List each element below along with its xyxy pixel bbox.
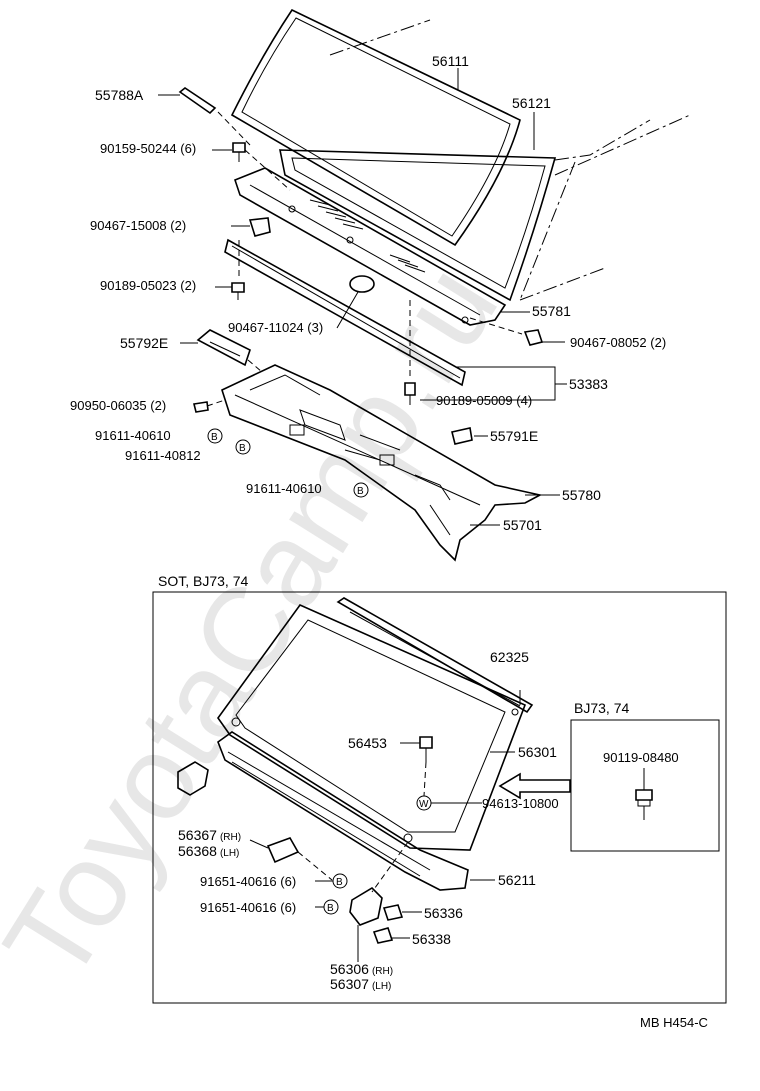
- diagram-code: MB H454-C: [640, 1015, 708, 1030]
- bolt-icon: [231, 282, 245, 300]
- part-90119-08480: 90119-08480: [603, 750, 679, 765]
- part-90159-50244: 90159-50244 (6): [100, 141, 196, 156]
- part-56368: 56368(LH): [178, 843, 239, 859]
- leader: [423, 761, 427, 797]
- leader: [336, 291, 359, 329]
- weatherstrip: [279, 149, 557, 302]
- part-56121: 56121: [512, 95, 551, 111]
- part-55780: 55780: [562, 487, 601, 503]
- hinge-cover-icon: [266, 837, 300, 864]
- part-55788a: 55788A: [95, 87, 144, 103]
- section-title: SOT, BJ73, 74: [158, 573, 248, 589]
- leader: [244, 149, 291, 191]
- part-56338: 56338: [412, 931, 451, 947]
- ref-line-1: [329, 19, 431, 56]
- leader: [247, 359, 263, 373]
- part-91651-40616-b: 91651-40616 (6): [200, 900, 296, 915]
- seal-62325: [336, 597, 534, 714]
- part-91611-40610-b: 91611-40610: [246, 481, 322, 496]
- part-90189-05009: 90189-05009 (4): [436, 393, 532, 408]
- svg-text:B: B: [239, 443, 246, 454]
- svg-text:B: B: [327, 903, 334, 914]
- svg-text:B: B: [211, 432, 218, 443]
- part-55781: 55781: [532, 303, 571, 319]
- leader: [249, 839, 269, 849]
- part-56211: 56211: [498, 872, 536, 888]
- inset-title: BJ73, 74: [574, 700, 629, 716]
- part-56307: 56307(LH): [330, 976, 391, 992]
- part-53383: 53383: [569, 376, 608, 392]
- svg-text:B: B: [336, 877, 343, 888]
- part-56301: 56301: [518, 744, 557, 760]
- part-94613-10800: 94613-10800: [482, 796, 559, 811]
- molding-55788a: [178, 87, 217, 115]
- ref-line-4: [519, 267, 606, 301]
- washer-b-icon: B: [353, 482, 369, 498]
- washer-b-icon: B: [332, 873, 348, 889]
- part-91651-40616-a: 91651-40616 (6): [200, 874, 296, 889]
- part-55792e: 55792E: [120, 335, 168, 351]
- washer-w-icon: W: [416, 795, 432, 811]
- clip-icon: [451, 427, 473, 445]
- part-90467-08052: 90467-08052 (2): [570, 335, 666, 350]
- clip-56336: [382, 904, 404, 921]
- part-56336: 56336: [424, 905, 463, 921]
- cowl-lower-panel: [221, 364, 543, 562]
- part-55701: 55701: [503, 517, 542, 533]
- leader: [371, 841, 409, 893]
- section-frame: [152, 591, 727, 1004]
- clip-icon: [248, 217, 271, 237]
- leader: [469, 317, 523, 335]
- bolt-icon: [232, 142, 246, 162]
- ref-line-3: [554, 114, 691, 176]
- part-90189-05023: 90189-05023 (2): [100, 278, 196, 293]
- svg-text:W: W: [419, 799, 429, 810]
- hinge-56306: [349, 886, 383, 926]
- svg-text:B: B: [357, 486, 364, 497]
- hinge-icon: [177, 761, 209, 796]
- leader: [217, 111, 251, 146]
- lower-channel: [217, 731, 469, 891]
- part-91611-40610-a: 91611-40610: [95, 428, 171, 443]
- part-56306: 56306(RH): [330, 961, 393, 977]
- nut-icon: [523, 329, 544, 346]
- part-55791e: 55791E: [490, 428, 538, 444]
- part-56111: 56111: [432, 53, 469, 69]
- inset-frame: [570, 719, 720, 852]
- part-62325: 62325: [490, 649, 529, 665]
- clip-icon: [193, 401, 209, 413]
- windshield-glass: [230, 8, 521, 247]
- bracket-55792e: [196, 329, 251, 367]
- cowl-top-panel: [234, 167, 507, 326]
- arrow-icon: [498, 772, 571, 800]
- washer-b-icon: B: [235, 439, 251, 455]
- part-56453: 56453: [348, 735, 387, 751]
- leader: [297, 851, 333, 881]
- part-91611-40812: 91611-40812: [125, 448, 201, 463]
- washer-b-icon: B: [323, 899, 339, 915]
- bolt-icon: [635, 768, 653, 820]
- washer-b-icon: B: [207, 428, 223, 444]
- part-56367: 56367(RH): [178, 827, 241, 843]
- ref-line-2: [554, 119, 651, 161]
- part-90950-06035: 90950-06035 (2): [70, 398, 166, 413]
- bolt-icon: [404, 382, 416, 405]
- part-90467-15008: 90467-15008 (2): [90, 218, 186, 233]
- part-90467-11024: 90467-11024 (3): [228, 320, 323, 335]
- clip-56338: [372, 927, 394, 944]
- bolt-icon: [419, 736, 433, 762]
- clip-icon: [349, 275, 375, 293]
- leader: [206, 399, 226, 407]
